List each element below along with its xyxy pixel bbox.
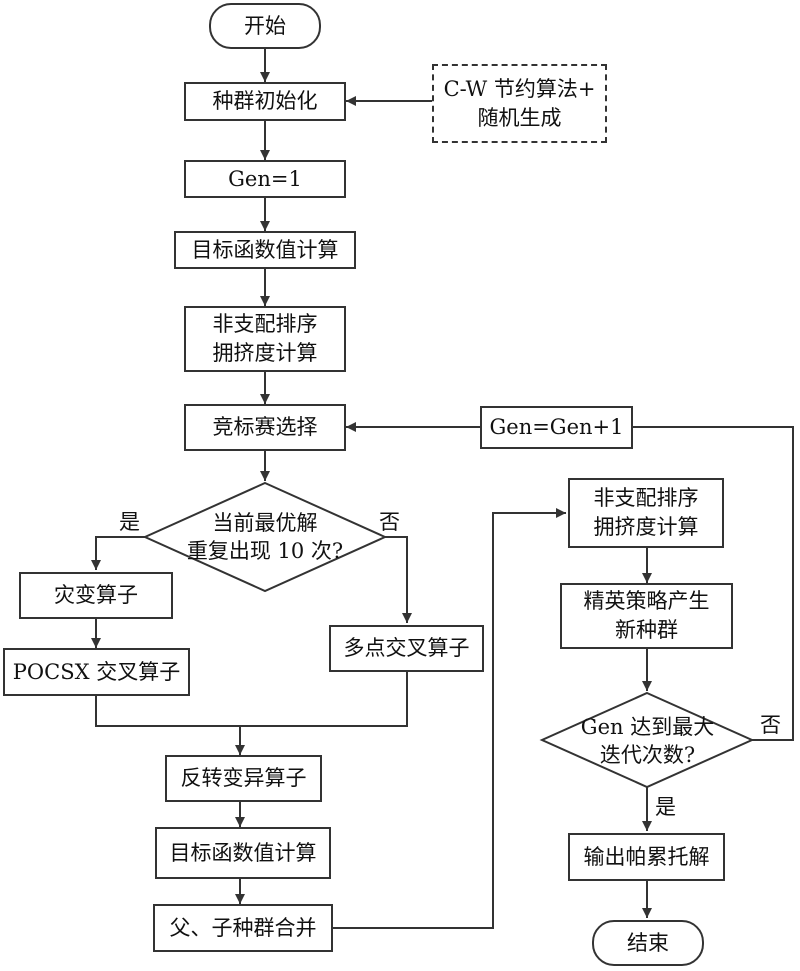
decision1-yes-label: 是 bbox=[119, 510, 140, 534]
merge-population-box: 父、子种群合并 bbox=[153, 904, 333, 952]
objective-calc-box: 目标函数值计算 bbox=[174, 231, 356, 269]
decision-max-gen-text: Gen 达到最大 迭代次数? bbox=[580, 715, 715, 767]
cw-algorithm-box: C-W 节约算法+ 随机生成 bbox=[432, 64, 607, 143]
mutation-operator-box: 灾变算子 bbox=[19, 572, 173, 619]
line-pocsx-to-merge bbox=[95, 672, 408, 727]
arrow-combine-to-sort2 bbox=[333, 508, 566, 929]
init-population-box: 种群初始化 bbox=[184, 82, 346, 121]
multipoint-crossover-box: 多点交叉算子 bbox=[329, 625, 484, 672]
nondominated-sort-2-box: 非支配排序 拥挤度计算 bbox=[568, 478, 724, 548]
start-terminal: 开始 bbox=[209, 3, 321, 49]
decision-repeat-diamond bbox=[142, 481, 388, 593]
decision2-yes-label: 是 bbox=[655, 795, 676, 819]
elite-strategy-box: 精英策略产生 新种群 bbox=[560, 583, 733, 649]
objective-calc-2-box: 目标函数值计算 bbox=[155, 827, 331, 879]
gen-init-box: Gen=1 bbox=[184, 160, 346, 198]
tournament-select-box: 竞标赛选择 bbox=[184, 404, 346, 451]
decision2-no-label: 否 bbox=[760, 713, 781, 737]
arrow-no-to-multipoint bbox=[385, 536, 412, 623]
pocsx-crossover-box: POCSX 交叉算子 bbox=[3, 648, 190, 696]
nondominated-sort-box: 非支配排序 拥挤度计算 bbox=[184, 306, 346, 372]
line-no-loop bbox=[633, 426, 794, 741]
decision1-no-label: 否 bbox=[379, 510, 400, 534]
output-pareto-box: 输出帕累托解 bbox=[568, 833, 725, 881]
end-terminal: 结束 bbox=[592, 920, 704, 966]
arrow-yes-to-mutation bbox=[91, 536, 145, 570]
inversion-mutation-box: 反转变异算子 bbox=[165, 755, 322, 802]
gen-increment-box: Gen=Gen+1 bbox=[480, 406, 633, 449]
decision-repeat-text: 当前最优解 重复出现 10 次? bbox=[186, 511, 344, 563]
